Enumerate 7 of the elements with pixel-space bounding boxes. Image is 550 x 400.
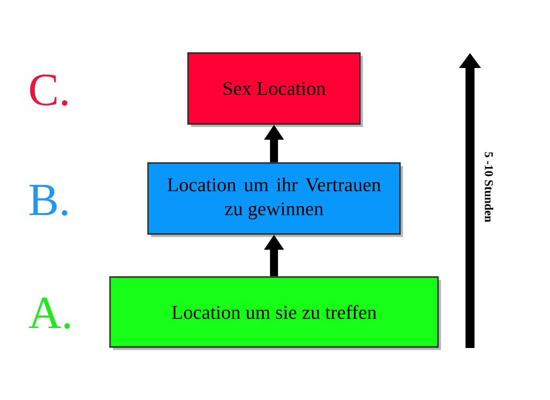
step-letter: A. (28, 298, 70, 329)
step-letter: B. (30, 184, 68, 216)
step-letter: C. (30, 74, 68, 106)
step-box: Location um ihr Vertrauen zu gewinnen (147, 162, 403, 237)
step-box: Sex Location (187, 52, 363, 127)
time-label: 5 -10 Stunden (484, 152, 494, 222)
step-box: Location um sie zu treffen (109, 276, 441, 350)
